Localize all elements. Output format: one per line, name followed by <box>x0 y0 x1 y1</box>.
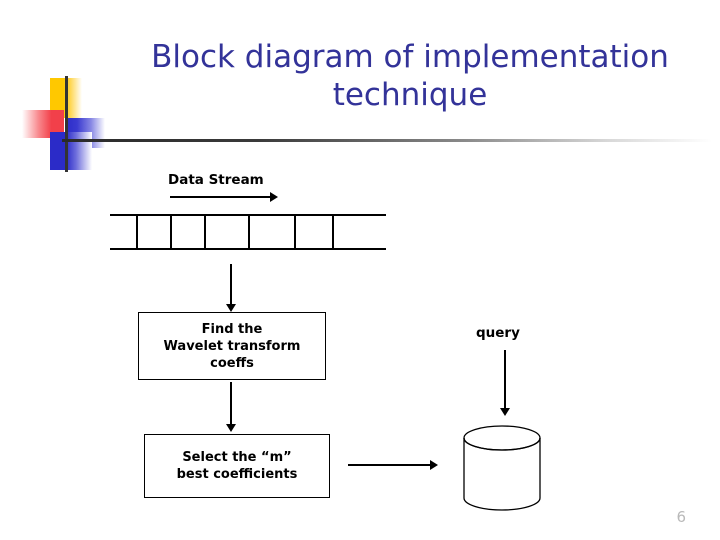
page-title: Block diagram of implementation techniqu… <box>151 39 669 113</box>
query-label: query <box>476 325 520 341</box>
tape-cell-divider <box>332 214 334 250</box>
tape-cell-divider <box>248 214 250 250</box>
decorative-corner-logo <box>22 76 112 172</box>
tape-cell-divider <box>204 214 206 250</box>
arrow-head <box>226 304 236 312</box>
data-stream-tape <box>110 214 386 250</box>
select-to-database-arrow <box>348 460 438 470</box>
process-box-select[interactable]: Select the “m”best coefficients <box>144 434 330 498</box>
arrow-head <box>270 192 278 202</box>
query-to-database-arrow <box>500 350 510 416</box>
process-box-select-label: Select the “m”best coefficients <box>176 450 298 482</box>
arrow-shaft <box>230 382 232 425</box>
data-stream-label: Data Stream <box>168 172 264 188</box>
tape-cell-divider <box>294 214 296 250</box>
wavelet-to-select-arrow <box>226 382 236 432</box>
logo-blue-square-lower <box>50 132 92 170</box>
logo-vertical-line <box>65 76 68 172</box>
page-number: 6 <box>676 508 686 526</box>
title-divider-rule <box>62 139 712 142</box>
data-stream-arrow <box>170 192 278 202</box>
arrow-shaft <box>348 464 431 466</box>
arrow-shaft <box>230 264 232 305</box>
arrow-shaft <box>504 350 506 409</box>
tape-cell-divider <box>170 214 172 250</box>
tape-cell-divider <box>136 214 138 250</box>
arrow-head <box>430 460 438 470</box>
database-cylinder[interactable] <box>462 424 542 512</box>
arrow-head <box>226 424 236 432</box>
arrow-shaft <box>170 196 271 198</box>
tape-to-wavelet-arrow <box>226 264 236 312</box>
arrow-head <box>500 408 510 416</box>
